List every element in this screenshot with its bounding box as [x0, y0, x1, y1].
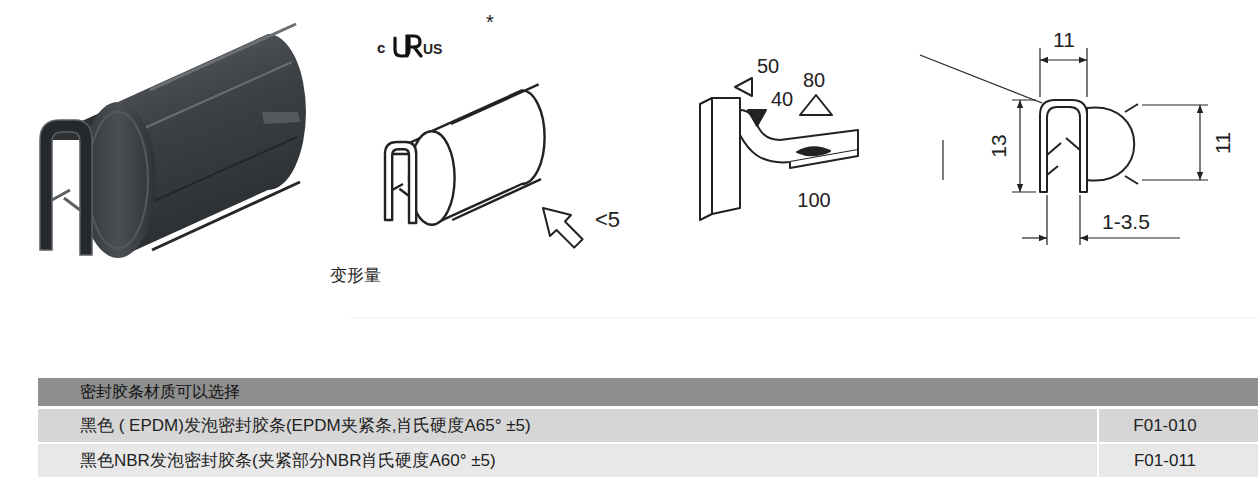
dimension-value: 11	[1211, 132, 1235, 154]
material-table	[38, 378, 1258, 477]
mark-letter: c	[377, 39, 385, 56]
dimension-value: 1-3.5	[1102, 210, 1150, 234]
cross-section	[1040, 100, 1138, 192]
force-value: 50	[757, 55, 779, 78]
table-header: 密封胶条材质可以选择	[80, 383, 240, 401]
deformation-value: <5	[595, 207, 620, 232]
part-number: F01-010	[1133, 416, 1196, 436]
force-value: 80	[803, 69, 825, 92]
clip-illustration	[700, 78, 858, 220]
mark-letter: US	[423, 41, 442, 57]
part-number: F01-011	[1134, 451, 1196, 471]
caption-label: 变形量	[330, 266, 381, 286]
force-value: 40	[771, 88, 793, 111]
dimension-value: 13	[987, 134, 1011, 157]
divider	[350, 318, 1258, 319]
table-cell: 黑色 ( EPDM)发泡密封胶条(EPDM夹紧条,肖氏硬度A65° ±5)	[80, 416, 531, 436]
certification-mark	[395, 36, 421, 56]
table-cell: 黑色NBR发泡密封胶条(夹紧部分NBR肖氏硬度A60° ±5)	[80, 451, 496, 471]
seal-line-drawing	[385, 84, 545, 224]
seal-render	[40, 24, 306, 258]
mark-note: *	[486, 11, 494, 34]
dimension-value: 11	[1053, 28, 1075, 52]
force-arrow	[543, 208, 583, 248]
dimension-lines	[920, 48, 1208, 245]
force-value: 100	[797, 189, 830, 212]
